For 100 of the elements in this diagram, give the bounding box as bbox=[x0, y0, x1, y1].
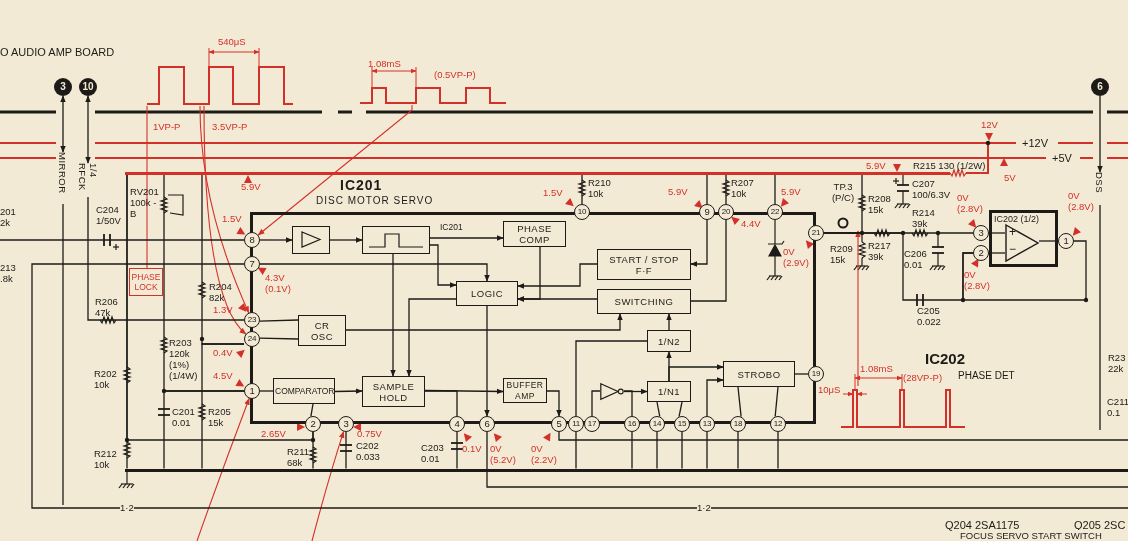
ground-bus bbox=[125, 468, 1128, 472]
pin-number: 9 bbox=[699, 204, 715, 220]
pin-number: 20 bbox=[718, 204, 734, 220]
block-label: COMPARATOR bbox=[275, 385, 333, 397]
component-value: C204 1/50V bbox=[96, 204, 122, 226]
function-block bbox=[273, 378, 335, 404]
signal-arrow bbox=[690, 219, 708, 267]
voltage-reading: 4.5V bbox=[213, 370, 233, 381]
pin-number: 7 bbox=[244, 256, 260, 272]
signal-arrow bbox=[406, 298, 457, 377]
connection-line bbox=[486, 431, 1128, 488]
connection-line bbox=[201, 343, 245, 470]
pin-number: 14 bbox=[649, 416, 665, 432]
waveform-annotation: (28VP-P) bbox=[903, 372, 943, 383]
signal-arrow bbox=[345, 313, 623, 331]
ic-designation: IC201 bbox=[340, 177, 383, 193]
bus-label: 1·2 bbox=[697, 502, 711, 513]
function-block bbox=[298, 315, 346, 346]
connector-number: 10 bbox=[79, 78, 97, 96]
connection-line bbox=[774, 386, 779, 418]
component-value: RV201 100k -B bbox=[130, 186, 160, 219]
connection-line bbox=[725, 173, 727, 205]
ic-function: PHASE DET bbox=[958, 370, 1015, 382]
leader-line bbox=[855, 230, 861, 387]
voltage-reading: 2.65V bbox=[261, 428, 286, 439]
leader-line bbox=[199, 105, 250, 314]
pin-number: 24 bbox=[244, 331, 260, 347]
edge-label: IC201 bbox=[440, 222, 463, 233]
connection-line bbox=[31, 263, 1128, 509]
function-block bbox=[456, 281, 518, 306]
pin-number: 11 bbox=[568, 416, 584, 432]
component-value: R208 15k bbox=[868, 193, 892, 215]
pulse-shaper-block bbox=[362, 226, 430, 254]
block-label: SWITCHING bbox=[614, 296, 674, 307]
signal-arrow bbox=[85, 95, 91, 164]
leader-line bbox=[203, 105, 247, 335]
signal-arrow bbox=[334, 388, 363, 394]
waveform-annotation: 10μS bbox=[818, 384, 841, 395]
function-block bbox=[647, 381, 691, 402]
component-value: C202 0.033 bbox=[356, 440, 381, 462]
block-label: LOGIC bbox=[470, 288, 504, 299]
polarity-sign: + bbox=[1009, 226, 1016, 239]
connection-line bbox=[794, 373, 809, 375]
component-value: R207 10k bbox=[731, 177, 755, 199]
signal-arrow bbox=[429, 235, 504, 241]
ic-designation: IC202 (1/2) bbox=[994, 214, 1040, 224]
signal-arrow bbox=[484, 305, 490, 417]
voltage-reading: 4.4V bbox=[741, 218, 761, 229]
function-block bbox=[362, 376, 425, 407]
connection-line bbox=[737, 431, 739, 470]
connection-line bbox=[259, 337, 299, 340]
connection-line bbox=[656, 431, 658, 470]
signal-arrow bbox=[546, 390, 562, 417]
block-label: CR OSC bbox=[310, 319, 334, 342]
block-label: SAMPLE HOLD bbox=[371, 380, 416, 403]
signal-arrow bbox=[259, 263, 490, 282]
block-label: STROBO bbox=[737, 368, 781, 380]
connection-line bbox=[690, 219, 727, 302]
connection-line bbox=[575, 340, 648, 417]
connection-line bbox=[0, 239, 245, 241]
bus-label: 1·2 bbox=[120, 502, 134, 513]
signal-arrow bbox=[390, 253, 396, 377]
component-value: R202 10k bbox=[94, 368, 118, 390]
connection-line bbox=[163, 390, 245, 470]
component-value: R23 22k bbox=[1108, 352, 1127, 374]
voltage-reading: 5.9V bbox=[241, 181, 261, 192]
component-value: R214 39k bbox=[912, 207, 936, 229]
component-value: C207 100/6.3V bbox=[912, 178, 952, 200]
voltage-reading: 0.1V bbox=[462, 443, 482, 454]
transistor-label: Q204 2SA1175 bbox=[945, 519, 1020, 532]
pin-number: 5 bbox=[551, 416, 567, 432]
pin-number: 2 bbox=[973, 245, 989, 261]
waveform-annotation: 540μS bbox=[218, 36, 246, 47]
component-value: C203 0.01 bbox=[421, 442, 445, 464]
supply-rail-name: +12V bbox=[1022, 137, 1048, 150]
block-label: PHASE COMP bbox=[516, 223, 553, 245]
connection-line bbox=[678, 401, 683, 418]
waveform-annotation: 3.5VP-P bbox=[212, 121, 248, 132]
voltage-reading: 5V bbox=[1004, 172, 1016, 183]
connector-number: 6 bbox=[1091, 78, 1109, 96]
pin-number: 21 bbox=[808, 225, 824, 241]
voltage-reading: 1.5V bbox=[543, 187, 563, 198]
connection-line bbox=[456, 431, 458, 470]
connection-line bbox=[259, 390, 274, 392]
connection-line bbox=[345, 431, 347, 470]
pin-number: 1 bbox=[244, 383, 260, 399]
connection-line bbox=[575, 431, 577, 470]
block-label: 1/N1 bbox=[657, 386, 681, 397]
voltage-reading: 0V (2.8V) bbox=[964, 269, 991, 291]
signal-arrow bbox=[666, 313, 672, 331]
connection-line bbox=[558, 431, 1128, 441]
connection-line bbox=[126, 173, 314, 441]
signal-name: RFCK 1/4 bbox=[77, 163, 99, 197]
component-value: C206 0.01 bbox=[904, 248, 928, 270]
ic-designation: IC202 bbox=[925, 350, 966, 367]
component-value: R215 130 (1/2W) bbox=[913, 160, 986, 171]
test-point-label: TP.3 (P/C) bbox=[830, 181, 856, 203]
pin-number: 22 bbox=[767, 204, 783, 220]
signal-arrow bbox=[706, 377, 724, 417]
pin-number: 3 bbox=[338, 416, 354, 432]
